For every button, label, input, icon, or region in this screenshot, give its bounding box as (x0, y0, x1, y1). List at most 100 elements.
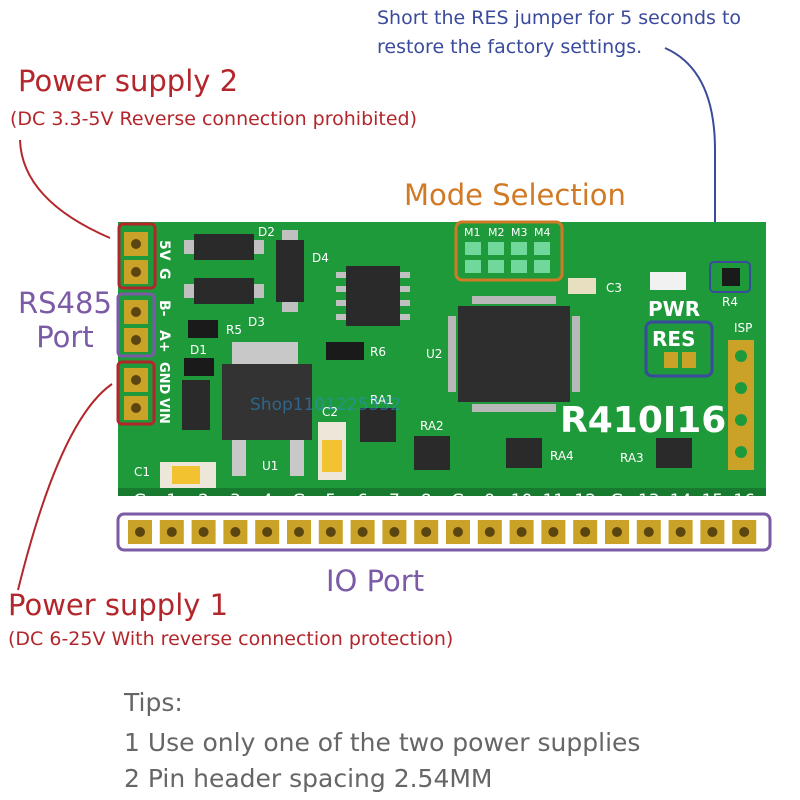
bottom-pin-label: G (610, 491, 623, 511)
io-pin-hole (612, 527, 622, 537)
label-d2: D2 (258, 225, 275, 239)
io-pin-hole (453, 527, 463, 537)
io-pin-hole (707, 527, 718, 537)
bottom-pin-label: 1 (166, 491, 177, 511)
bottom-pin-label: 15 (702, 491, 724, 511)
label-d3: D3 (248, 315, 265, 329)
label-ra3: RA3 (620, 451, 644, 465)
res-label: RES (652, 327, 695, 351)
io-pin-hole (739, 527, 750, 537)
io-port-frame (116, 512, 772, 552)
resistor-array-ra3 (656, 438, 692, 468)
pwr-label: PWR (648, 297, 700, 321)
res-jumper-note: Short the RES jumper for 5 seconds to re… (377, 7, 742, 58)
mode-label: M1 (464, 226, 481, 239)
io-pin-hole (548, 527, 559, 537)
tip-item: 2 Pin header spacing 2.54MM (124, 764, 493, 793)
pin-label-vin: VIN (156, 398, 171, 424)
tips-title: Tips: (124, 688, 183, 717)
bottom-pin-label: 9 (484, 491, 495, 511)
pin-label-5v: 5V (156, 240, 172, 261)
io-pin-hole (135, 527, 145, 537)
label-d1: D1 (190, 343, 207, 357)
io-pin-hole (643, 527, 654, 537)
pin-label-a-plus: A+ (156, 330, 172, 353)
isp-label: ISP (734, 321, 752, 335)
bottom-pin-label: 13 (638, 491, 660, 511)
label-d4: D4 (312, 251, 329, 265)
io-pin-hole (230, 527, 241, 537)
bottom-pin-label: 3 (230, 491, 241, 511)
io-pin-hole (357, 527, 368, 537)
io-pin-hole (580, 527, 591, 537)
power-supply-1-frame (116, 360, 156, 426)
bottom-pin-label: 16 (733, 491, 755, 511)
res-jumper-leader (664, 47, 716, 222)
pwr-led (650, 272, 686, 290)
resistor-array-ra4 (506, 438, 542, 468)
r4-frame (709, 261, 751, 293)
power-supply-1-leader (17, 383, 113, 591)
bottom-pin-label: G (451, 491, 464, 511)
resistor-r4 (722, 268, 740, 286)
resistor-r5 (188, 320, 218, 338)
label-r5: R5 (226, 323, 242, 337)
power-supply-1-spec: (DC 6-25V With reverse connection protec… (8, 628, 454, 650)
bottom-pin-label: G (133, 491, 146, 511)
rs485-frame (116, 292, 156, 358)
mode-selection-frame (454, 220, 564, 282)
regulator-u1 (222, 364, 312, 440)
label-c2: C2 (322, 405, 338, 419)
power-supply-2-frame (117, 222, 157, 290)
bottom-pin-label: 11 (543, 491, 565, 511)
label-ra2: RA2 (420, 419, 444, 433)
power-supply-2-spec: (DC 3.3-5V Reverse connection prohibited… (10, 108, 418, 130)
io-pin-hole (262, 527, 273, 537)
io-port-label: IO Port (326, 564, 425, 598)
pcb-edge (118, 488, 766, 496)
bottom-pin-label: 14 (670, 491, 692, 511)
label-ra4: RA4 (550, 449, 574, 463)
label-ra1: RA1 (370, 393, 394, 407)
res-jumper-frame (644, 320, 714, 378)
diode-d2 (194, 234, 254, 260)
mode-label: M2 (488, 226, 505, 239)
io-pin-hole (198, 527, 209, 537)
bottom-pin-header (128, 520, 757, 544)
label-u1: U1 (262, 459, 278, 473)
bottom-pin-label: 12 (574, 491, 596, 511)
io-pin-hole (166, 527, 177, 537)
diode-d3 (194, 278, 254, 304)
rs485-transceiver (346, 266, 400, 326)
io-pin-hole (421, 527, 432, 537)
left-pin-header (124, 232, 148, 420)
bottom-pin-label: 4 (262, 491, 273, 511)
io-pin-hole (484, 527, 495, 537)
io-pin-hole (325, 527, 336, 537)
pin-label-g: G (156, 268, 172, 280)
diode-vertical (182, 380, 210, 430)
mode-selection-label: Mode Selection (404, 178, 626, 212)
bottom-pin-label: 5 (325, 491, 336, 511)
label-u2: U2 (426, 347, 442, 361)
label-c1: C1 (134, 465, 150, 479)
resistor-array-ra1 (360, 408, 396, 442)
bottom-pin-label: 6 (357, 491, 368, 511)
mode-label: M3 (511, 226, 528, 239)
label-r6: R6 (370, 345, 386, 359)
bottom-pin-label: G (292, 491, 305, 511)
board-model: R410I16 (560, 400, 726, 441)
rs485-port-label: RS485 Port (18, 286, 112, 354)
resistor-r6 (326, 342, 364, 360)
mode-pads (465, 242, 550, 273)
tip-item: 1 Use only one of the two power supplies (124, 728, 641, 757)
io-pin-hole (675, 527, 686, 537)
io-pin-hole (516, 527, 527, 537)
label-r4: R4 (722, 295, 738, 309)
diode-d4 (276, 240, 304, 302)
io-pin-hole (294, 527, 304, 537)
mode-label: M4 (534, 226, 551, 239)
power-supply-2-leader (19, 139, 111, 239)
